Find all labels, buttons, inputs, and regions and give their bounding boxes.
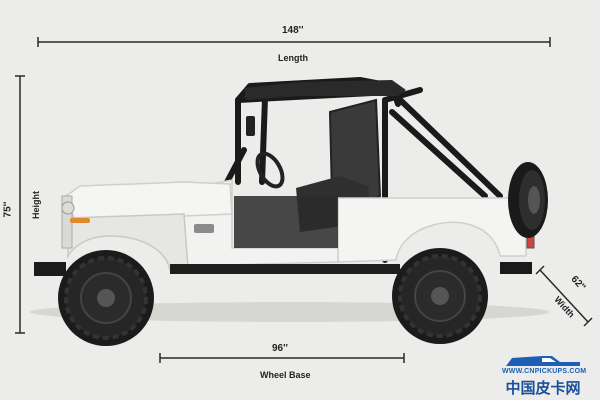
hood	[65, 181, 233, 219]
front-wheel	[58, 250, 154, 346]
watermark-url: WWW.CNPICKUPS.COM	[502, 368, 587, 375]
wheelbase-dimension-line	[159, 353, 405, 363]
width-dimension-line	[535, 265, 593, 327]
front-fender	[67, 213, 189, 271]
fender-badge	[194, 224, 214, 233]
spare-tire	[508, 162, 548, 238]
side-mirror	[246, 116, 255, 136]
steering-wheel	[255, 151, 285, 189]
running-board	[170, 264, 400, 274]
length-dimension-line	[37, 37, 551, 47]
wheelbase-label: Wheel Base	[260, 370, 311, 380]
door-opening	[234, 196, 338, 248]
height-label: Height	[31, 191, 41, 219]
site-watermark: WWW.CNPICKUPS.COM 中国皮卡网	[502, 352, 587, 397]
length-value: 148''	[282, 25, 304, 36]
watermark-text: 中国皮卡网	[505, 379, 581, 397]
height-value: 75''	[2, 201, 14, 218]
headlight	[61, 201, 75, 215]
rear-tub	[337, 197, 527, 263]
turn-signal	[70, 218, 90, 223]
front-bumper	[34, 262, 66, 276]
roof-bar	[244, 80, 406, 100]
rear-bumper	[500, 262, 532, 274]
wheelbase-value: 96''	[272, 343, 288, 354]
length-label: Length	[278, 53, 308, 63]
pickup-truck-logo-icon	[506, 356, 580, 366]
height-dimension-line	[15, 75, 25, 334]
rear-wheel	[392, 248, 488, 344]
